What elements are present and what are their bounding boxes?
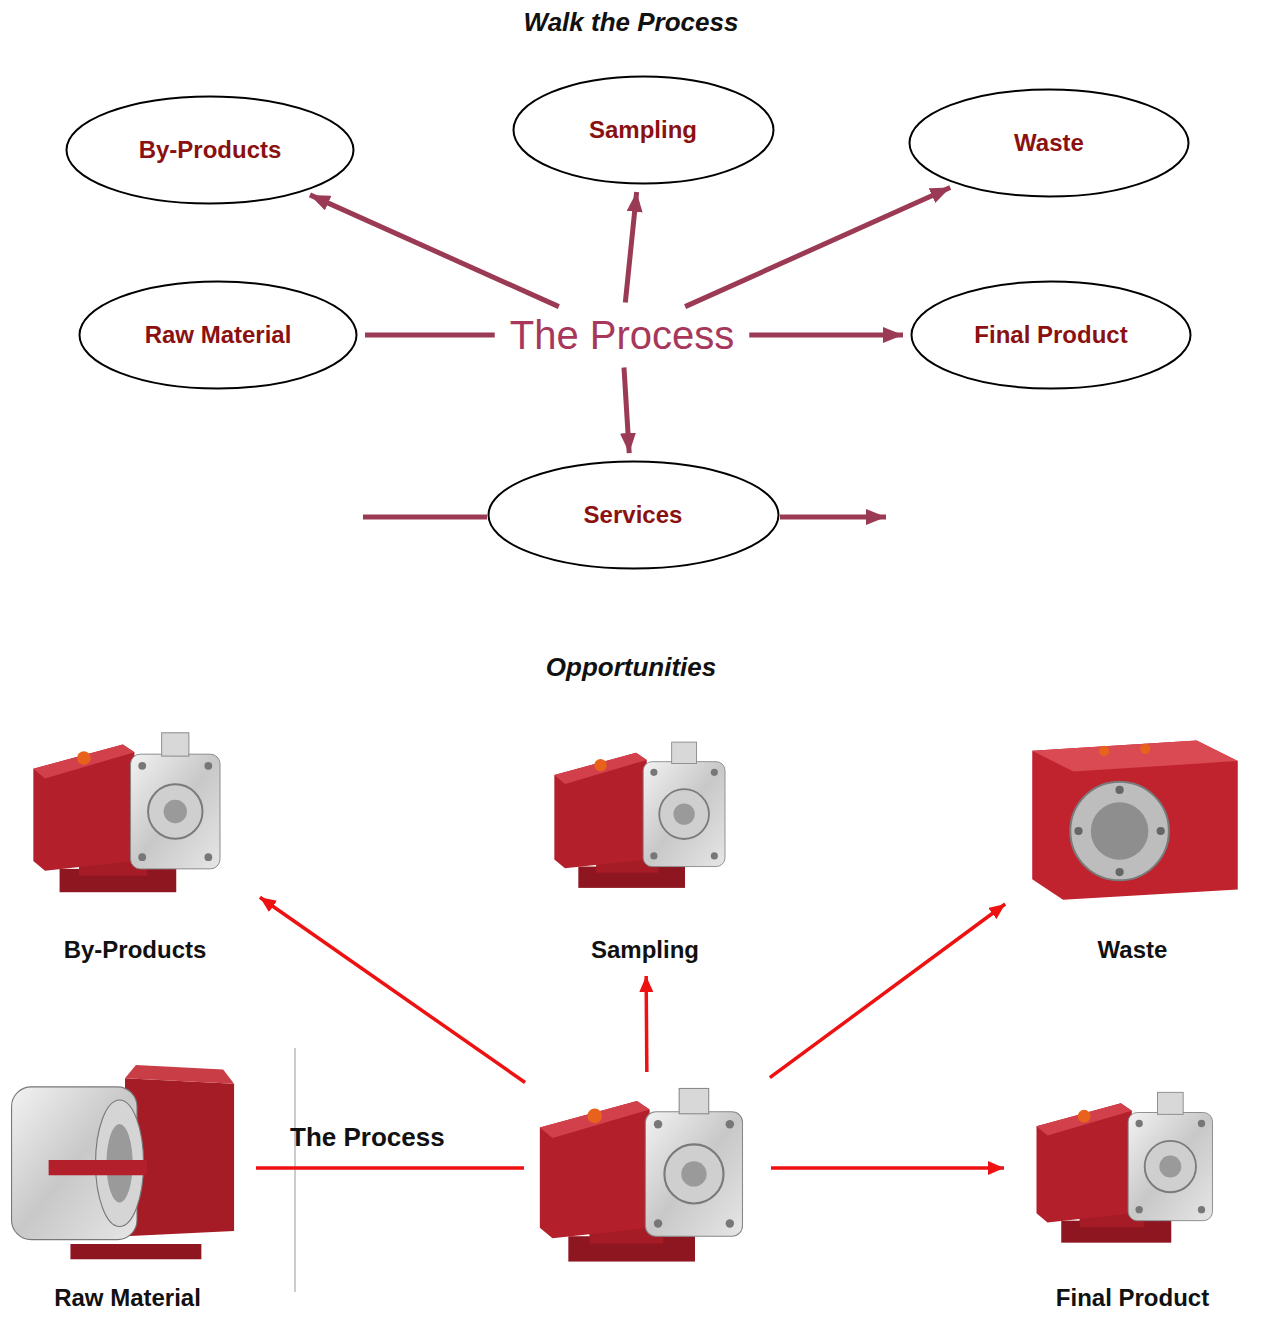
service-line [363,515,487,520]
node-label: Raw Material [54,1284,201,1312]
pump-picture [540,1088,743,1261]
node-label: By-Products [64,936,207,964]
connector-arrow [770,904,1005,1078]
ellipse-node: Waste [908,88,1190,198]
node-label: Final Product [974,321,1127,349]
ellipse-shape [513,77,773,184]
node-label: Services [584,501,683,529]
node-label: The Process [290,1122,445,1153]
ellipse-shape [912,282,1191,389]
ellipse-node: Services [487,460,780,570]
connector-arrow [644,976,648,1072]
node-label: By-Products [139,136,282,164]
connector-arrow [625,192,636,303]
connector-arrow [749,333,903,338]
ellipse-node: Raw Material [78,280,358,390]
connector-arrow [365,333,495,338]
ellipse-node: Final Product [910,280,1192,390]
pump-node: Waste [1010,715,1255,970]
pump-node: The Process [530,1078,765,1273]
node-label: Final Product [1056,1284,1209,1312]
ellipse-shape [67,97,354,204]
ellipse-shape [488,462,778,569]
node-label: Waste [1098,936,1168,964]
connector-arrow [256,1166,524,1170]
ellipse-node: Sampling [512,75,775,185]
connector-arrow [771,1166,1004,1170]
pump-node: By-Products [15,715,255,970]
pump-node: Sampling [520,715,770,970]
node-label: The Process [510,313,735,358]
node-label: Sampling [591,936,699,964]
node-label: Waste [1014,129,1084,157]
pump-picture [1037,1092,1213,1242]
connector-arrow [310,195,559,307]
connector-arrow [624,367,629,453]
pump-picture [33,733,220,892]
pump-picture [554,742,725,888]
pump-node: Raw Material [5,1050,250,1318]
ellipse-node: By-Products [65,95,355,205]
diagram-title: Walk the Process [524,7,739,38]
service-arrow [780,515,886,520]
connector-arrow [260,897,525,1082]
pump-picture [1032,741,1238,900]
pump-node: Final Product [1010,1080,1255,1318]
node-label: Sampling [589,116,697,144]
section-heading: Opportunities [546,652,716,683]
ellipse-shape [80,282,357,389]
pump-picture [12,1065,235,1259]
ellipse-shape [910,90,1189,197]
connector-arrow [685,187,950,306]
node-label: Raw Material [145,321,292,349]
text-node: The Process [502,310,743,361]
divider-line [294,1048,296,1292]
